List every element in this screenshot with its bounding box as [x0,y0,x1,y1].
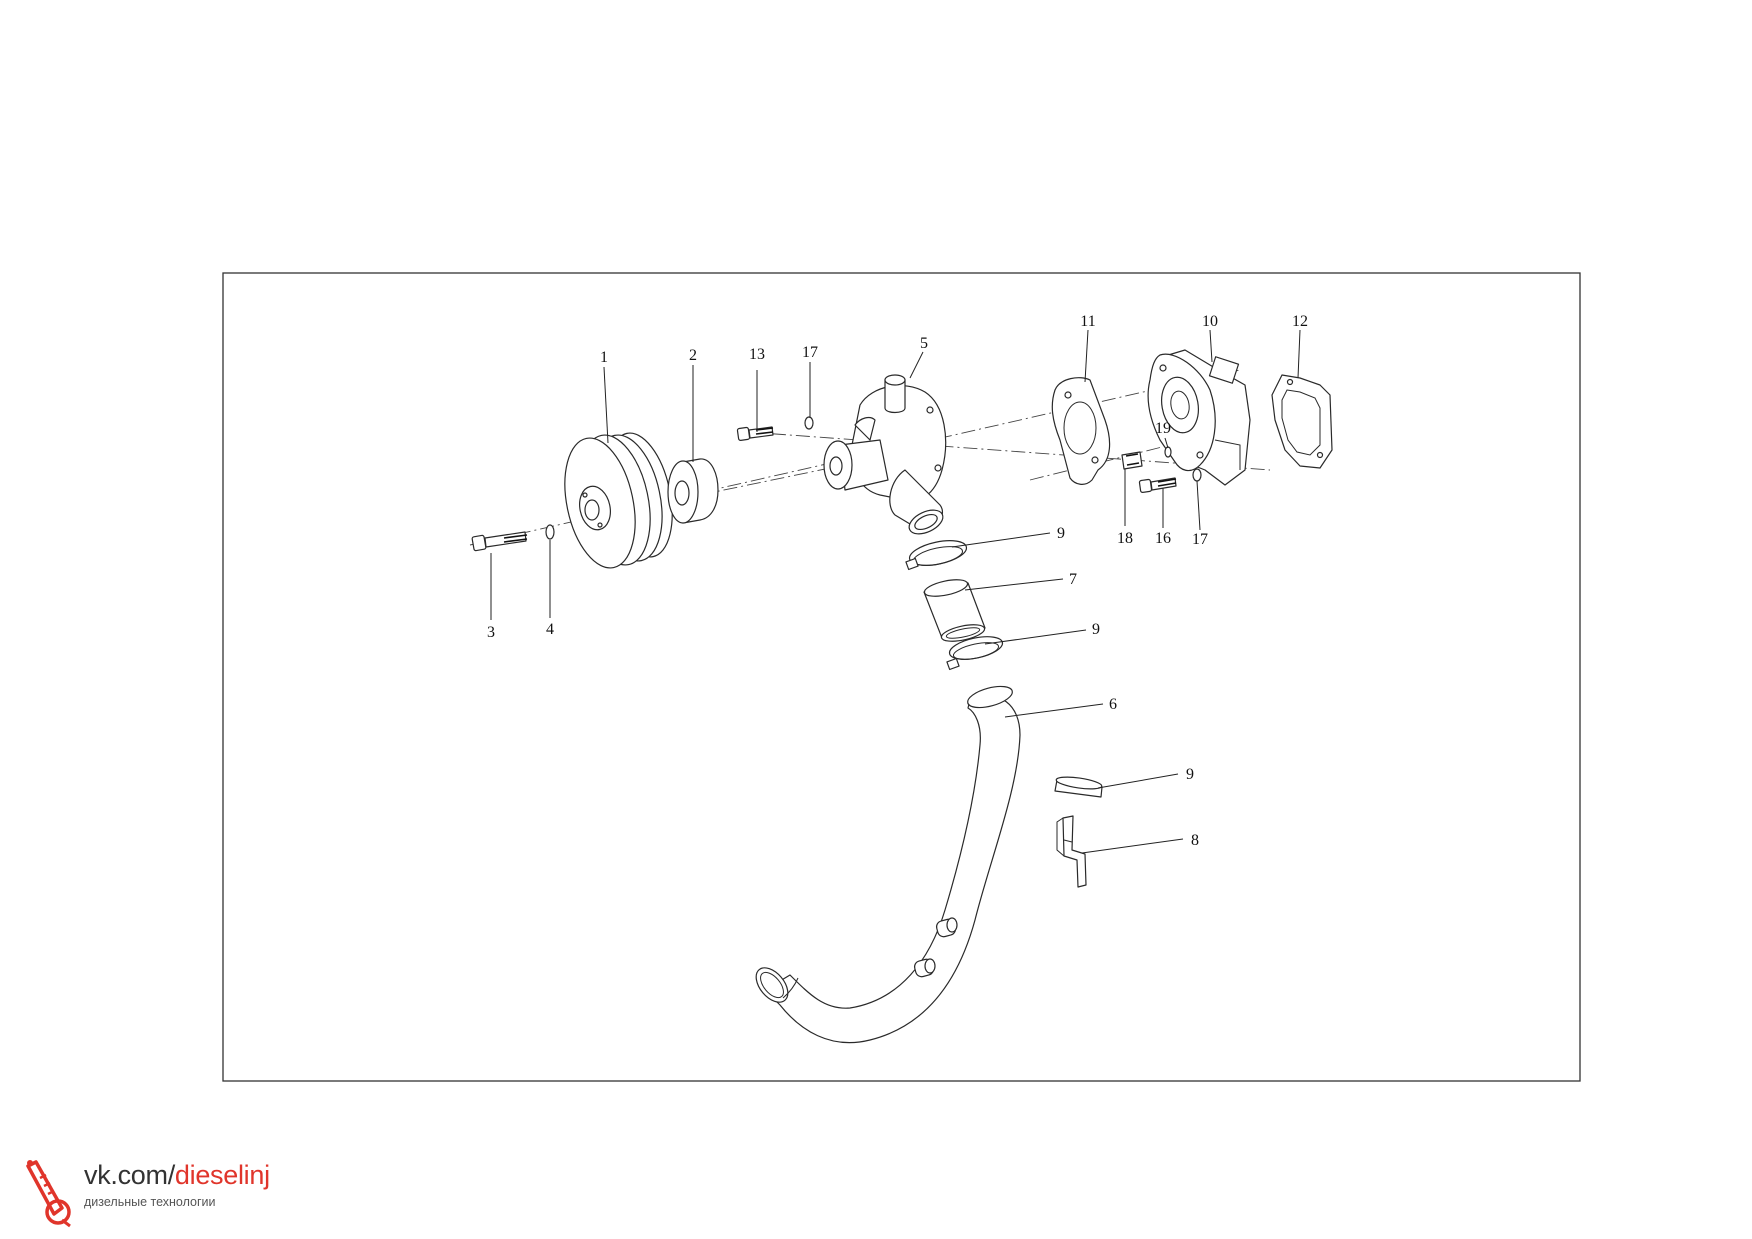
hose-clamp-middle-part [946,636,1004,671]
drawing-frame [222,272,1581,1082]
pump-housing-plate-part [1147,349,1251,486]
small-washer-part [804,416,814,430]
leader-lines [490,329,1301,854]
callout-9-lower: 9 [1186,766,1194,783]
watermark-url-prefix: vk.com/ [84,1160,175,1190]
callout-9-middle: 9 [1092,621,1100,638]
pulley-part [564,432,673,569]
callout-10: 10 [1202,313,1218,330]
callout-12: 12 [1292,313,1308,330]
hub-spacer-part [667,458,719,524]
cover-gasket-part [1271,374,1333,469]
clamp-band-part [1054,776,1103,798]
watermark-url-handle: dieselinj [174,1160,270,1190]
plate-bolt-part [1138,477,1177,493]
callout-17-left: 17 [802,344,818,361]
coolant-pipe-part [755,685,1021,1044]
plate-washer-part [1192,468,1202,482]
gasket-part [1051,377,1111,485]
long-bolt-part [471,531,528,552]
callout-19: 19 [1155,420,1171,437]
pump-bolt-part [736,426,774,441]
watermark-url: vk.com/dieselinj [84,1160,270,1191]
callout-17-right: 17 [1192,531,1208,548]
callout-2: 2 [689,347,697,364]
callout-18: 18 [1117,530,1133,547]
callout-4: 4 [546,621,554,638]
hose-clamp-upper-part [905,540,968,571]
water-pump-body-part [823,374,947,535]
callout-7: 7 [1069,571,1077,588]
stud-part [1121,451,1143,470]
callout-11: 11 [1080,313,1095,330]
watermark: vk.com/dieselinj дизельные технологии [18,1158,318,1228]
callout-6: 6 [1109,696,1117,713]
callout-labels: 1 2 13 17 5 11 10 12 19 18 16 17 3 4 9 7… [487,313,1308,849]
injector-icon [26,1160,71,1228]
bracket-part [1056,815,1087,888]
callout-16: 16 [1155,530,1171,547]
hose-sleeve-part [923,579,986,642]
callout-1: 1 [600,349,608,366]
stud-washer-part [1164,446,1172,458]
callout-3: 3 [487,624,495,641]
callout-8: 8 [1191,832,1199,849]
callout-13: 13 [749,346,765,363]
callout-5: 5 [920,335,928,352]
callout-9-upper: 9 [1057,525,1065,542]
washer-part [545,524,555,540]
watermark-subtitle: дизельные технологии [84,1195,216,1209]
